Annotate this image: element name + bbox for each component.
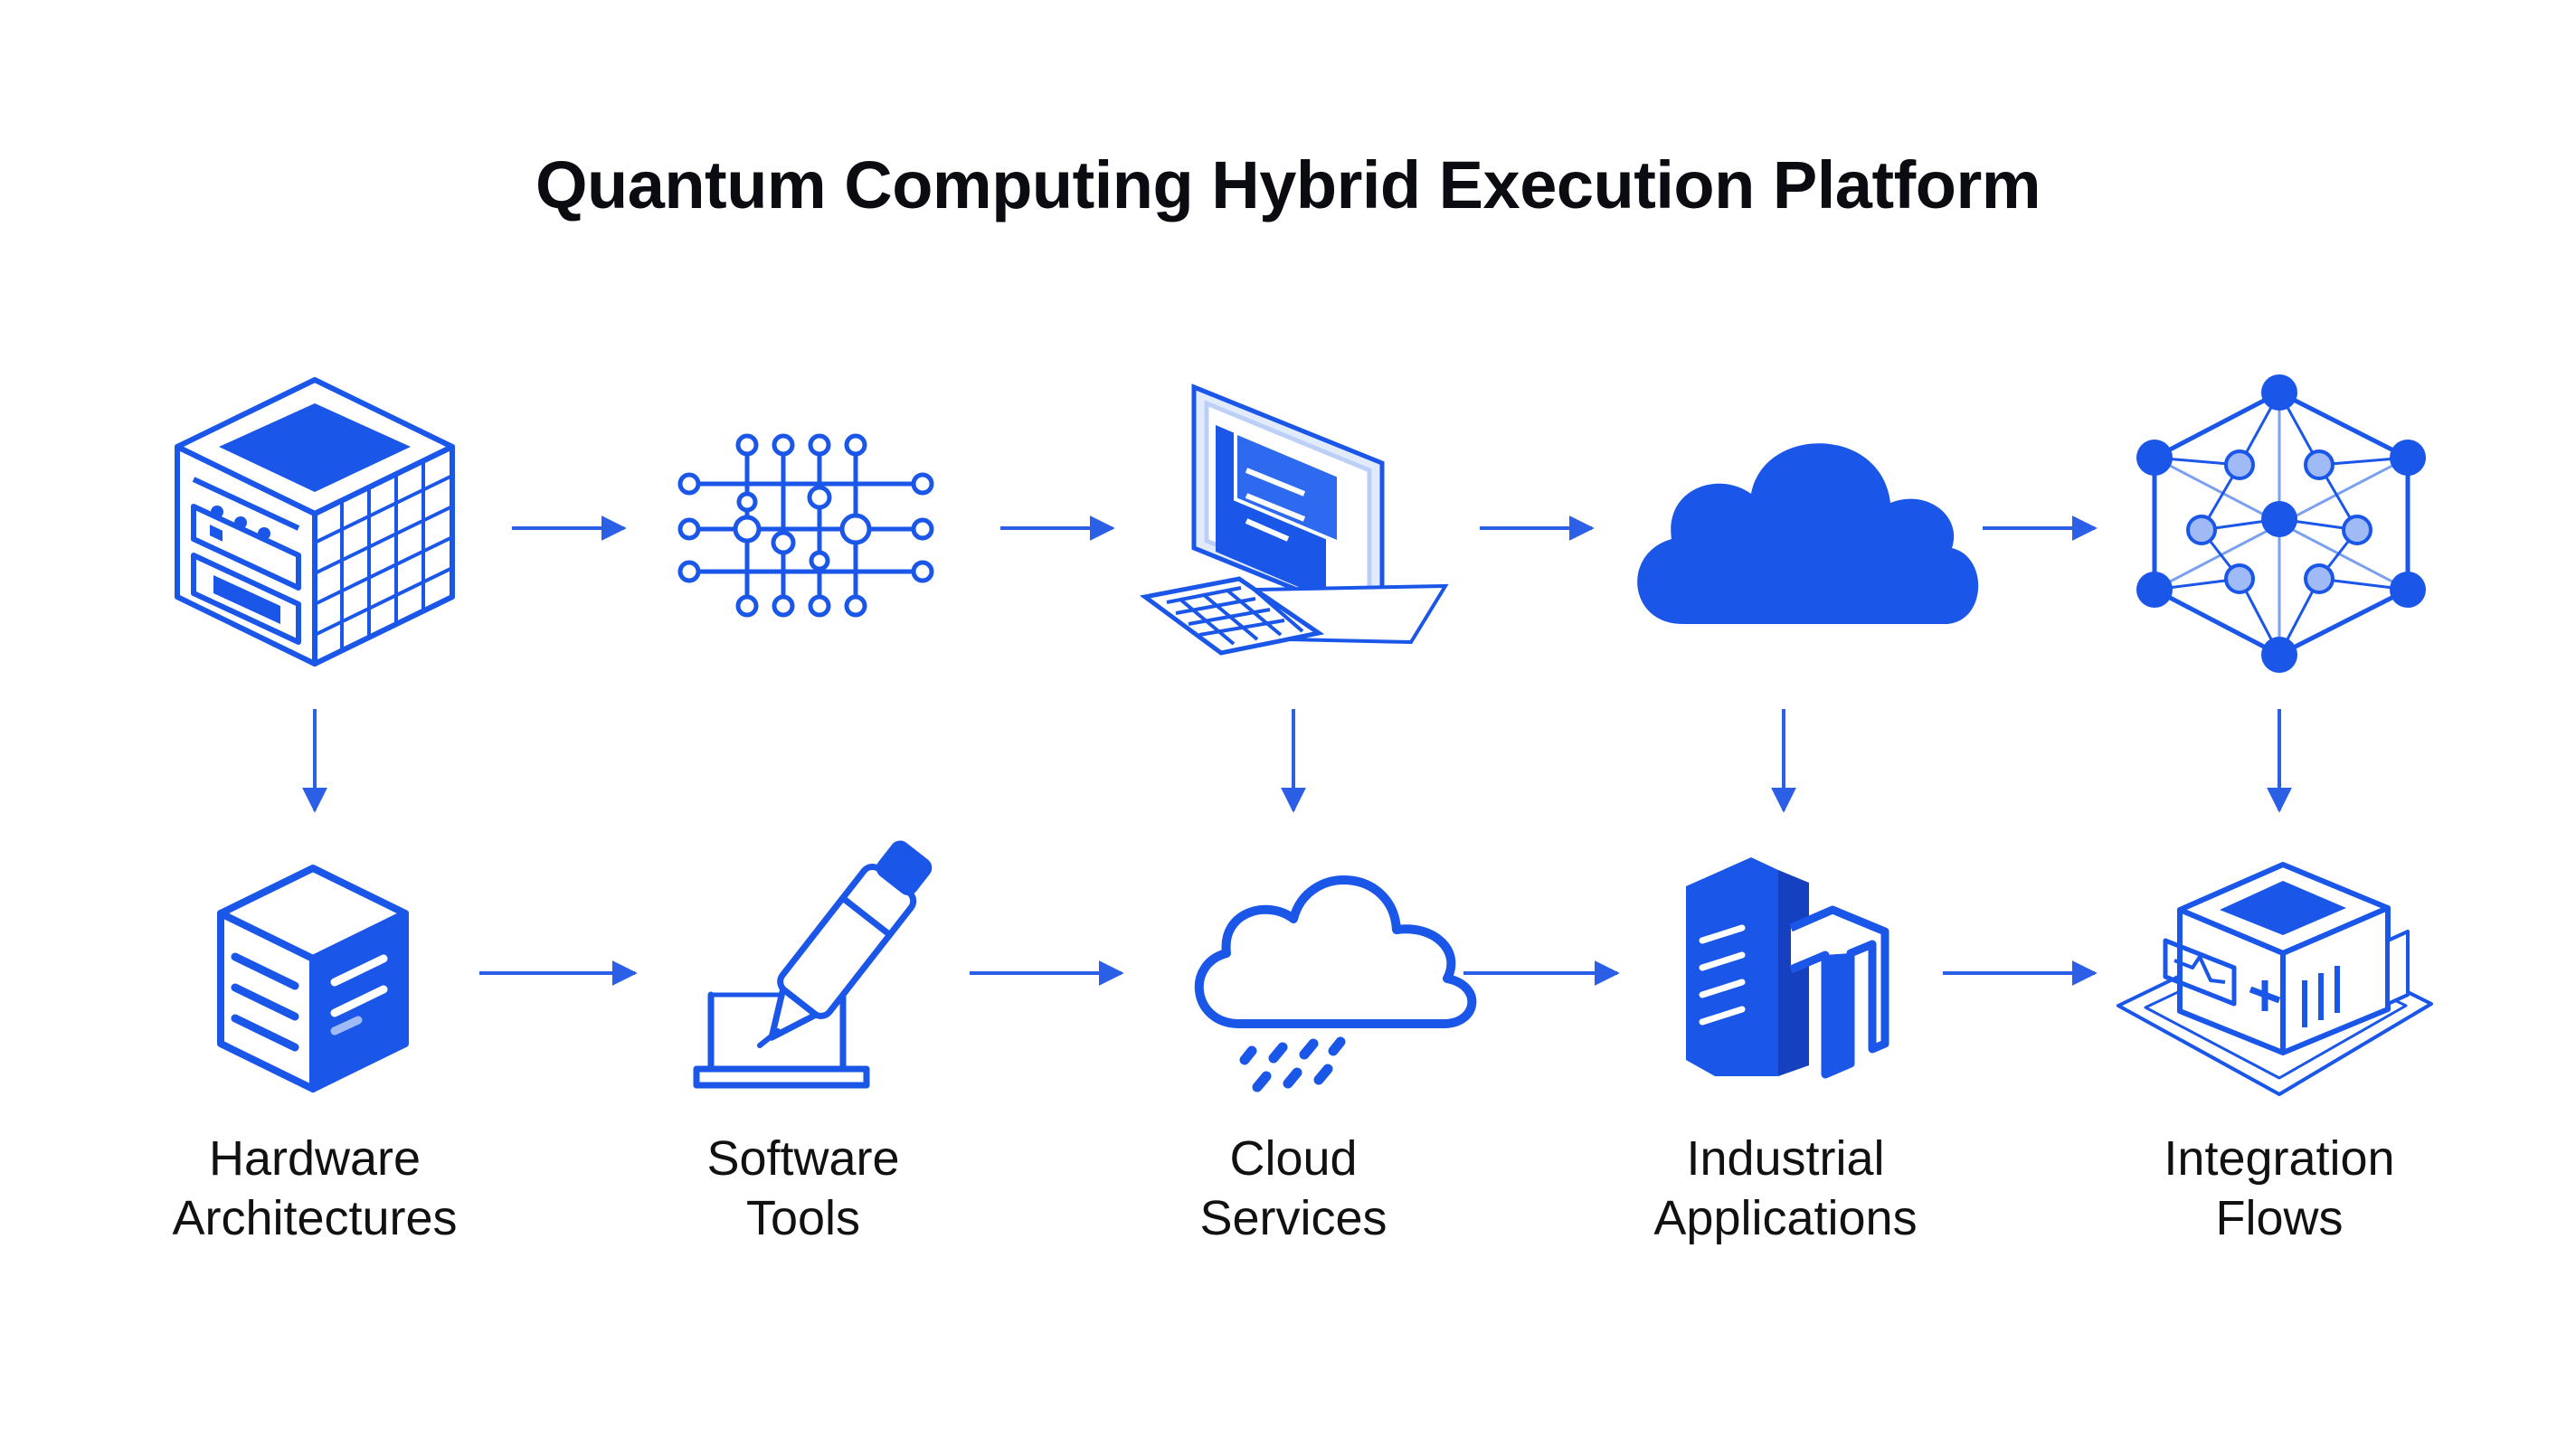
page-title: Quantum Computing Hybrid Execution Platf…	[535, 147, 2041, 222]
label-line: Integration	[2164, 1131, 2395, 1186]
desktop-computer-icon	[1139, 383, 1449, 656]
label-line: Services	[1199, 1191, 1387, 1245]
label-line: Architectures	[172, 1191, 458, 1245]
label-industrial-applications: Industrial Applications	[1577, 1129, 1994, 1248]
industrial-building-icon	[1686, 857, 1889, 1079]
integration-chip-icon	[2117, 862, 2433, 1096]
label-integration-flows: Integration Flows	[2071, 1129, 2487, 1248]
quantum-circuit-icon	[677, 433, 934, 618]
cloud-icon	[1637, 443, 1979, 624]
storage-box-icon	[217, 865, 409, 1092]
label-line: Flows	[2215, 1191, 2344, 1245]
label-line: Industrial	[1686, 1131, 1885, 1186]
flow-arrows	[302, 515, 2292, 986]
label-line: Software	[706, 1131, 900, 1186]
rain-cloud-icon	[1194, 875, 1477, 1092]
label-software-tools: Software Tools	[595, 1129, 1011, 1248]
network-hexagon-icon	[2136, 374, 2426, 673]
dropper-tool-icon	[693, 840, 933, 1089]
label-line: Tools	[745, 1191, 861, 1245]
label-cloud-services: Cloud Services	[1085, 1129, 1501, 1248]
label-hardware-architectures: Hardware Architectures	[107, 1129, 523, 1248]
server-cube-icon	[175, 377, 455, 667]
label-line: Hardware	[208, 1131, 421, 1186]
label-line: Applications	[1653, 1191, 1918, 1245]
label-line: Cloud	[1229, 1131, 1358, 1186]
